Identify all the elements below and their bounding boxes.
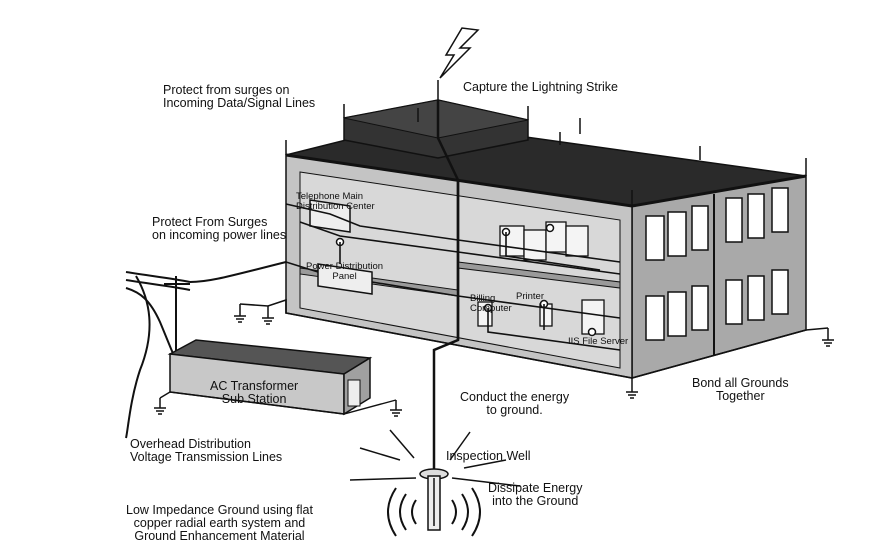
- label-dissipate-energy: Dissipate Energy into the Ground: [488, 482, 583, 508]
- label-ac-transformer: AC Transformer Sub Station: [210, 380, 298, 406]
- label-protect-data-lines-2: Incoming Data/Signal Lines: [163, 96, 316, 110]
- label-overhead-distribution-1: Overhead Distribution: [130, 437, 251, 451]
- transformer-substation: [167, 339, 373, 416]
- ground-bond-line: [239, 298, 829, 379]
- label-billing-computer-2: Computer: [470, 303, 512, 314]
- label-overhead-distribution: Overhead Distribution Voltage Transmissi…: [130, 438, 282, 464]
- label-protect-power-lines-1: Protect From Surges: [152, 215, 268, 229]
- label-ac-transformer-2: Sub Station: [221, 392, 287, 406]
- label-billing-computer-1: Billing: [470, 293, 496, 304]
- label-telephone-main: Telephone Main Distribution Center: [296, 192, 375, 212]
- label-power-distribution-panel: Power Distribution Panel: [306, 262, 383, 282]
- label-overhead-distribution-2: Voltage Transmission Lines: [130, 450, 283, 464]
- label-telephone-main-2: Distribution Center: [296, 201, 375, 212]
- ground-symbols: [154, 304, 834, 417]
- dissipation-waves: [387, 487, 481, 537]
- label-dissipate-energy-1: Dissipate Energy: [488, 481, 583, 495]
- label-bond-grounds-2: Together: [715, 389, 765, 403]
- side-wall-windows: [645, 187, 789, 341]
- label-conduct-energy-2: to ground.: [486, 403, 543, 417]
- label-bond-grounds: Bond all Grounds Together: [692, 377, 789, 403]
- inspection-well: [349, 429, 521, 531]
- interior-wiring: [285, 203, 621, 351]
- telephone-panel: [309, 199, 351, 233]
- label-power-distribution-panel-1: Power Distribution: [306, 261, 384, 272]
- label-power-distribution-panel-2: Panel: [332, 271, 357, 282]
- label-billing-computer: Billing Computer: [470, 294, 512, 314]
- label-printer: Printer: [516, 291, 544, 302]
- power-panel: [317, 263, 373, 295]
- label-protect-power-lines: Protect From Surges on incoming power li…: [152, 216, 286, 242]
- label-capture-lightning: Capture the Lightning Strike: [463, 80, 618, 94]
- office-equipment: [477, 299, 605, 335]
- label-low-impedance-ground-1: Low Impedance Ground using flat: [126, 503, 313, 517]
- label-low-impedance-ground-3: Ground Enhancement Material: [134, 529, 305, 543]
- lightning-bolt-icon: [439, 27, 480, 79]
- label-inspection-well: Inspection Well: [446, 449, 531, 463]
- label-telephone-main-1: Telephone Main: [296, 191, 364, 202]
- down-conductor: [432, 100, 460, 470]
- label-protect-power-lines-2: on incoming power lines: [152, 228, 287, 242]
- label-conduct-energy: Conduct the energy to ground.: [460, 391, 569, 417]
- label-protect-data-lines-1: Protect from surges on: [163, 83, 290, 97]
- label-bond-grounds-1: Bond all Grounds: [692, 376, 789, 390]
- label-iis-file-server: IIS File Server: [568, 336, 629, 347]
- label-low-impedance-ground: Low Impedance Ground using flat copper r…: [126, 504, 313, 543]
- label-protect-data-lines: Protect from surges on Incoming Data/Sig…: [163, 84, 315, 110]
- label-conduct-energy-1: Conduct the energy: [460, 390, 570, 404]
- air-terminals: [285, 80, 807, 206]
- label-dissipate-energy-2: into the Ground: [492, 494, 579, 508]
- label-ac-transformer-1: AC Transformer: [210, 379, 299, 393]
- label-low-impedance-ground-2: copper radial earth system and: [133, 516, 306, 530]
